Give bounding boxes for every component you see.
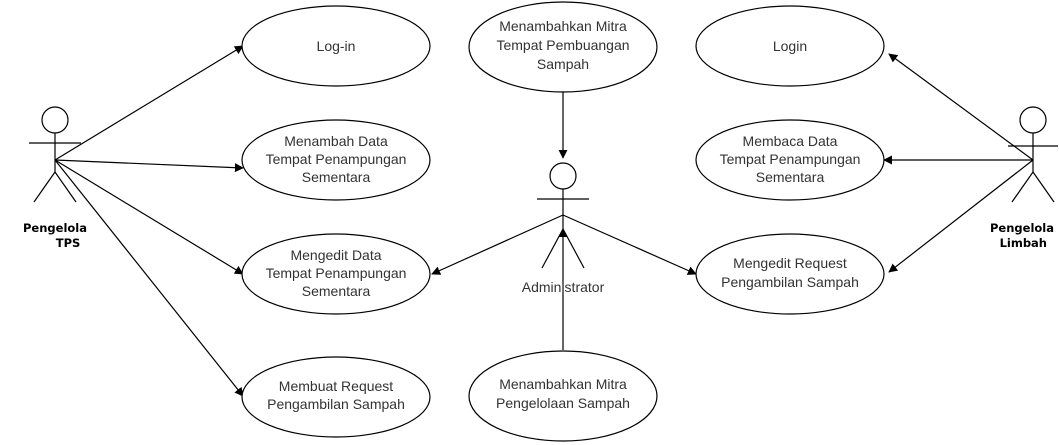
actor-head (549, 162, 577, 190)
actor-left-leg (33, 171, 56, 203)
actor-head (1019, 106, 1047, 134)
use-case-label-line-2: Pengelolaan Sampah (496, 395, 630, 411)
use-case-ellipse (695, 119, 885, 201)
use-case-label-line-1: Mengedit Request (733, 255, 847, 271)
use-case-label-line-2: Tempat Penampungan (266, 151, 407, 167)
use-case-label-line-2: Pengambilan Sampah (267, 396, 405, 412)
use-case-label-line-1: Menambah Data (284, 133, 388, 149)
actor-right-leg (1032, 171, 1055, 203)
actor-label-line-2: Limbah (1000, 236, 1047, 250)
assoc-admin-mengedit-request (562, 214, 697, 275)
use-case-mengedit-data: Mengedit Data Tempat Penampungan Sementa… (241, 233, 431, 315)
actor-label-line-1: Pengelola (23, 221, 87, 235)
use-case-label: Log-in (317, 38, 356, 54)
assoc-limbah-login (888, 53, 1034, 161)
use-case-login-limbah: Login (695, 5, 885, 87)
use-case-ellipse (695, 233, 885, 315)
use-case-ellipse (241, 119, 431, 201)
assoc-limbah-mengedit-request (888, 159, 1034, 273)
use-case-label-line-1: Mengedit Data (290, 247, 381, 263)
use-case-label-line-1: Membaca Data (743, 133, 838, 149)
actor-label: Administrator (522, 279, 605, 295)
use-case-membuat-request: Membuat Request Pengambilan Sampah (241, 356, 431, 438)
use-case-label-line-3: Sementara (302, 283, 371, 299)
use-case-ellipse (468, 350, 658, 442)
associations (54, 45, 1034, 397)
assoc-tps-login (54, 45, 244, 161)
use-case-label-line-3: Sementara (756, 169, 825, 185)
actor-right-leg (562, 228, 585, 269)
use-case-label-line-3: Sementara (302, 169, 371, 185)
use-case-label-line-2: Tempat Pembuangan (496, 37, 629, 53)
assoc-tps-mengedit-data (54, 159, 244, 275)
use-case-mitra-pengelolaan: Menambahkan Mitra Pengelolaan Sampah (468, 350, 658, 442)
use-case-login-tps: Log-in (241, 5, 431, 87)
use-case-label-line-1: Menambahkan Mitra (499, 376, 627, 392)
use-case-label: Login (773, 38, 807, 54)
actor-administrator: Administrator (522, 162, 605, 295)
actor-left-leg (1011, 171, 1034, 203)
actor-left-leg (541, 228, 564, 269)
use-case-ellipse (468, 1, 658, 93)
use-case-label-line-2: Tempat Penampungan (266, 265, 407, 281)
use-case-mengedit-request: Mengedit Request Pengambilan Sampah (695, 233, 885, 315)
actor-pengelola-tps: Pengelola TPS (23, 106, 87, 250)
use-case-mitra-pembuangan: Menambahkan Mitra Tempat Pembuangan Samp… (468, 1, 658, 93)
actor-right-leg (54, 171, 77, 203)
use-case-label-line-2: Tempat Penampungan (720, 151, 861, 167)
use-case-membaca-data: Membaca Data Tempat Penampungan Sementar… (695, 119, 885, 201)
assoc-tps-membuat-request (54, 159, 244, 397)
assoc-admin-mengedit-data (431, 214, 564, 275)
actor-label-line-1: Pengelola (990, 221, 1054, 235)
use-case-label-line-3: Sampah (537, 56, 589, 72)
actor-pengelola-limbah: Pengelola Limbah (990, 106, 1058, 250)
use-case-label-line-2: Pengambilan Sampah (721, 274, 859, 290)
actor-head (41, 106, 69, 134)
assoc-tps-menambah-data (54, 159, 244, 173)
use-case-ellipse (241, 233, 431, 315)
use-case-ellipse (241, 356, 431, 438)
use-case-ellipse (695, 5, 885, 87)
use-case-ellipse (241, 5, 431, 87)
actor-label-line-2: TPS (56, 236, 81, 250)
use-case-menambah-data: Menambah Data Tempat Penampungan Sementa… (241, 119, 431, 201)
use-case-label-line-1: Menambahkan Mitra (499, 18, 627, 34)
use-case-label-line-1: Membuat Request (279, 378, 394, 394)
